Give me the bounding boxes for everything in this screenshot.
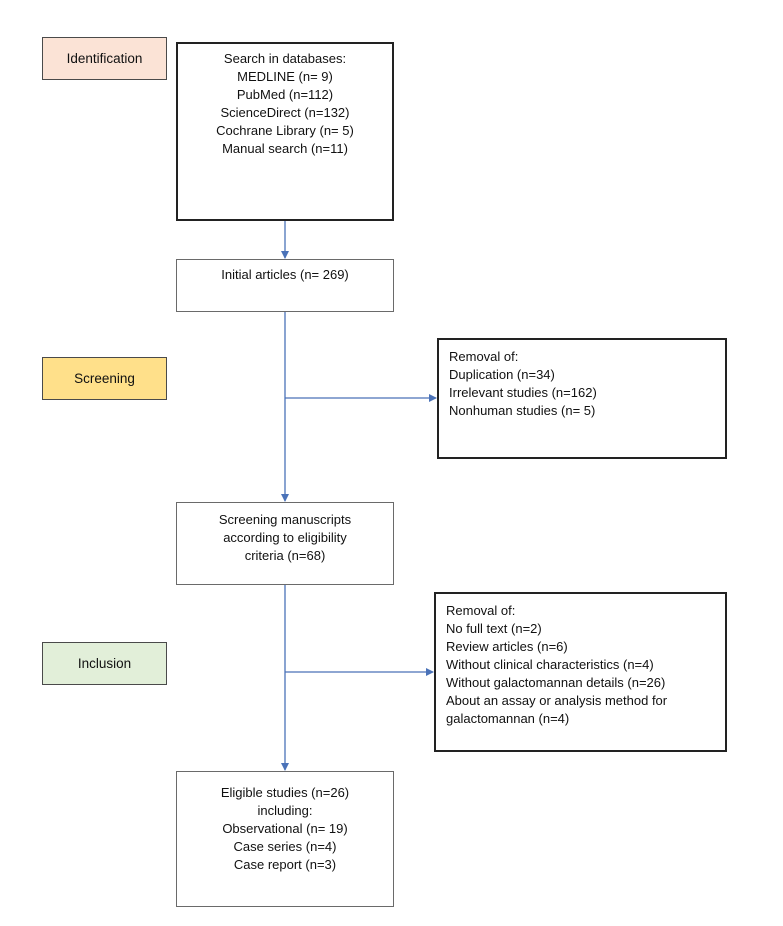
removal1-line-0: Removal of: <box>449 349 519 364</box>
removal-box-2: Removal of: No full text (n=2) Review ar… <box>434 592 727 752</box>
initial-line-0: Initial articles (n= 269) <box>221 267 349 282</box>
stage-identification-label: Identification <box>66 50 143 66</box>
screening-manuscripts-box: Screening manuscripts according to eligi… <box>176 502 394 585</box>
removal1-line-2: Irrelevant studies (n=162) <box>449 385 597 400</box>
stage-screening: Screening <box>42 357 167 400</box>
search-line-0: Search in databases: <box>223 51 347 66</box>
search-line-5: Manual search (n=11) <box>222 141 348 156</box>
initial-articles-box: Initial articles (n= 269) <box>176 259 394 312</box>
eligible-line-0: Eligible studies (n=26) <box>220 785 350 800</box>
removal2-line-2: Review articles (n=6) <box>446 639 568 654</box>
search-databases-box: Search in databases: MEDLINE (n= 9) PubM… <box>176 42 394 221</box>
search-line-4: Cochrane Library (n= 5) <box>216 123 354 138</box>
search-line-3: ScienceDirect (n=132) <box>220 105 350 120</box>
eligible-studies-box: Eligible studies (n=26) including: Obser… <box>176 771 394 907</box>
stage-inclusion-label: Inclusion <box>77 655 132 671</box>
screening-line-0: Screening manuscripts <box>218 512 352 527</box>
stage-screening-label: Screening <box>74 370 135 386</box>
removal2-line-0: Removal of: <box>446 603 516 618</box>
removal2-line-5: About an assay or analysis method for <box>446 693 668 708</box>
search-line-2: PubMed (n=112) <box>236 87 334 102</box>
search-line-1: MEDLINE (n= 9) <box>237 69 333 84</box>
removal1-line-3: Nonhuman studies (n= 5) <box>449 403 596 418</box>
stage-identification: Identification <box>42 37 167 80</box>
eligible-line-1: including: <box>257 803 313 818</box>
removal1-line-1: Duplication (n=34) <box>449 367 555 382</box>
screening-line-2: criteria (n=68) <box>244 548 326 563</box>
removal2-line-4: Without galactomannan details (n=26) <box>446 675 666 690</box>
screening-line-1: according to eligibility <box>223 530 347 545</box>
removal2-line-1: No full text (n=2) <box>446 621 542 636</box>
removal-box-1: Removal of: Duplication (n=34) Irrelevan… <box>437 338 727 459</box>
stage-inclusion: Inclusion <box>42 642 167 685</box>
eligible-line-3: Case series (n=4) <box>233 839 337 854</box>
eligible-line-2: Observational (n= 19) <box>222 821 348 836</box>
eligible-line-4: Case report (n=3) <box>233 857 337 872</box>
removal2-line-3: Without clinical characteristics (n=4) <box>446 657 654 672</box>
removal2-line-6: galactomannan (n=4) <box>446 711 570 726</box>
